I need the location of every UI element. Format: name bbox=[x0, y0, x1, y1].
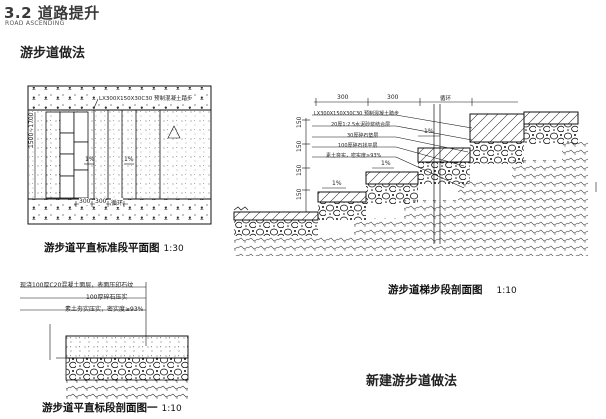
section-layer-2: 100厚碎石压实 bbox=[86, 294, 128, 301]
stair-side-dim-4: 150 bbox=[296, 188, 303, 200]
section-scale: 1:10 bbox=[161, 404, 182, 414]
plan-width-label: 1500~1700 bbox=[28, 112, 35, 148]
stair-top-dim-1: 300 bbox=[337, 94, 349, 101]
plan-slope-2: 1% bbox=[124, 156, 134, 163]
plan-callout: LX300X150X30C30 预制混凝土踏步 bbox=[98, 94, 194, 102]
stair-slope-2: 1% bbox=[381, 160, 391, 167]
stair-layer-1: LX300X150X30C30 预制混凝土踏步 bbox=[314, 111, 399, 117]
section-caption-text: 游步道平直标段剖面图一 bbox=[42, 402, 158, 414]
stair-side-dim-1: 150 bbox=[296, 116, 303, 128]
stair-slope-1: 1% bbox=[332, 180, 342, 187]
flat-section-drawing bbox=[20, 282, 189, 400]
stair-layer-3: 30厚碎石垫层 bbox=[347, 133, 379, 139]
stair-drawing bbox=[233, 98, 597, 256]
plan-dim-var: 循环 bbox=[111, 198, 124, 207]
section-heading: 游步道做法 bbox=[20, 46, 86, 61]
stair-layer-5: 素土夯实，密实度≥93% bbox=[326, 153, 382, 159]
stair-top-dim-3: 循环 bbox=[440, 96, 452, 102]
plan-scale: 1:30 bbox=[163, 244, 184, 254]
plan-caption-text: 游步道平直标准段平面图 bbox=[44, 242, 160, 254]
section-layer-3: 素土夯实压实，密实度≥93% bbox=[65, 306, 144, 313]
plan-dim-2: 300 bbox=[95, 198, 107, 205]
plan-dim-1: 300 bbox=[79, 198, 91, 205]
stair-layer-4: 100厚碎石找平层 bbox=[338, 143, 378, 149]
section-layer-1: 现浇100厚C20混凝土面层，表面压印石纹 bbox=[20, 282, 134, 289]
stair-side-dim-2: 150 bbox=[296, 140, 303, 152]
stair-caption-text: 游步道梯步段剖面图 bbox=[388, 284, 483, 296]
plan-slope-1: 1% bbox=[85, 156, 95, 163]
page-title: 3.2 道路提升 bbox=[4, 4, 100, 22]
stair-side-dim-3: 150 bbox=[296, 164, 303, 176]
stair-top-dim-2: 300 bbox=[387, 94, 399, 101]
stair-scale: 1:10 bbox=[496, 286, 517, 296]
stair-caption: 游步道梯步段剖面图 1:10 bbox=[388, 282, 517, 297]
new-walkway-title: 新建游步道做法 bbox=[366, 374, 458, 389]
stair-slope-3: 1% bbox=[424, 128, 434, 135]
plan-drawing: ᴥ bbox=[27, 85, 212, 225]
page-subtitle: ROAD ASCENDING bbox=[5, 20, 65, 27]
stair-layer-2: 20厚1:2.5水泥砂浆结合层 bbox=[331, 122, 391, 128]
